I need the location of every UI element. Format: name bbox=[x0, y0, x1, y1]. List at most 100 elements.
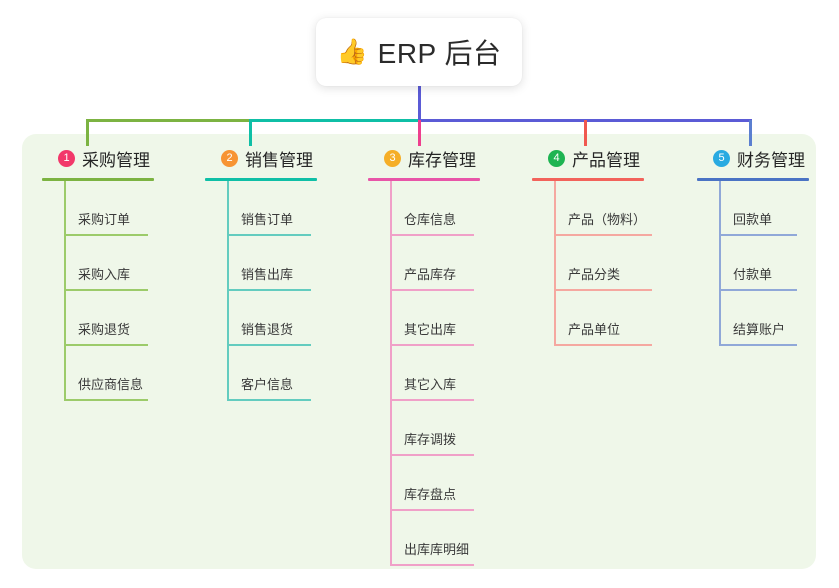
leaf-label: 仓库信息 bbox=[404, 212, 457, 227]
column-2: 2 销售管理销售订单销售出库销售退货客户信息 bbox=[205, 145, 317, 401]
leaf-item[interactable]: 库存盘点 bbox=[368, 456, 480, 511]
leaf-list-1: 采购订单采购入库采购退货供应商信息 bbox=[42, 181, 154, 401]
leaf-label: 其它出库 bbox=[404, 322, 457, 337]
column-4: 4 产品管理产品（物料） 产品分类产品单位 bbox=[532, 145, 652, 346]
column-header-3[interactable]: 3 库存管理 bbox=[368, 145, 480, 171]
column-header-rule-5 bbox=[697, 178, 809, 181]
diagram-background-panel bbox=[22, 134, 816, 569]
thumbs-up-icon: 👍 bbox=[336, 37, 368, 66]
leaf-list-4: 产品（物料） 产品分类产品单位 bbox=[532, 181, 652, 346]
leaf-label: 产品库存 bbox=[404, 267, 457, 282]
leaf-label: 其它入库 bbox=[404, 377, 457, 392]
leaf-rule bbox=[227, 289, 311, 291]
column-header-rule-2 bbox=[205, 178, 317, 181]
leaf-rule bbox=[554, 344, 652, 346]
leaf-spine-4 bbox=[554, 181, 556, 346]
leaf-item[interactable]: 销售出库 bbox=[205, 236, 317, 291]
leaf-item[interactable]: 销售退货 bbox=[205, 291, 317, 346]
root-node-card[interactable]: 👍 ERP 后台 bbox=[316, 18, 522, 86]
column-title-1: 采购管理 bbox=[82, 150, 150, 170]
column-5: 5 财务管理回款单付款单结算账户 bbox=[697, 145, 809, 346]
leaf-spine-2 bbox=[227, 181, 229, 401]
leaf-label: 销售退货 bbox=[241, 322, 294, 337]
leaf-rule bbox=[554, 234, 652, 236]
leaf-list-2: 销售订单销售出库销售退货客户信息 bbox=[205, 181, 317, 401]
leaf-rule bbox=[390, 234, 474, 236]
leaf-label: 产品（物料） bbox=[568, 212, 647, 227]
leaf-label: 供应商信息 bbox=[78, 377, 144, 392]
leaf-label: 销售出库 bbox=[241, 267, 294, 282]
leaf-item[interactable]: 付款单 bbox=[697, 236, 809, 291]
leaf-rule bbox=[390, 289, 474, 291]
column-3: 3 库存管理仓库信息产品库存其它出库其它入库库存调拨库存盘点出库库明细 bbox=[368, 145, 480, 566]
leaf-item[interactable]: 采购退货 bbox=[42, 291, 154, 346]
leaf-label: 产品单位 bbox=[568, 322, 621, 337]
leaf-item[interactable]: 客户信息 bbox=[205, 346, 317, 401]
column-title-4: 产品管理 bbox=[572, 150, 640, 170]
leaf-rule bbox=[227, 344, 311, 346]
column-header-4[interactable]: 4 产品管理 bbox=[532, 145, 644, 171]
leaf-rule bbox=[390, 399, 474, 401]
column-title-3: 库存管理 bbox=[408, 150, 476, 170]
leaf-rule bbox=[227, 234, 311, 236]
leaf-item[interactable]: 库存调拨 bbox=[368, 401, 480, 456]
column-title-2: 销售管理 bbox=[245, 150, 313, 170]
leaf-rule bbox=[719, 234, 797, 236]
column-header-rule-4 bbox=[532, 178, 644, 181]
column-badge-3: 3 bbox=[384, 149, 401, 167]
column-header-5[interactable]: 5 财务管理 bbox=[697, 145, 809, 171]
leaf-label: 回款单 bbox=[733, 212, 773, 227]
leaf-spine-5 bbox=[719, 181, 721, 346]
leaf-rule bbox=[64, 399, 148, 401]
leaf-rule bbox=[390, 454, 474, 456]
column-header-1[interactable]: 1 采购管理 bbox=[42, 145, 154, 171]
leaf-item[interactable]: 产品库存 bbox=[368, 236, 480, 291]
leaf-list-3: 仓库信息产品库存其它出库其它入库库存调拨库存盘点出库库明细 bbox=[368, 181, 480, 566]
leaf-item[interactable]: 产品单位 bbox=[532, 291, 652, 346]
leaf-rule bbox=[227, 399, 311, 401]
column-title-5: 财务管理 bbox=[737, 150, 805, 170]
column-badge-1: 1 bbox=[58, 149, 75, 167]
column-header-rule-1 bbox=[42, 178, 154, 181]
leaf-item[interactable]: 其它入库 bbox=[368, 346, 480, 401]
leaf-rule bbox=[390, 344, 474, 346]
column-badge-2: 2 bbox=[221, 149, 238, 167]
leaf-item[interactable]: 回款单 bbox=[697, 181, 809, 236]
leaf-label: 出库库明细 bbox=[404, 542, 470, 557]
leaf-label: 采购订单 bbox=[78, 212, 131, 227]
leaf-item[interactable]: 采购订单 bbox=[42, 181, 154, 236]
leaf-label: 采购退货 bbox=[78, 322, 131, 337]
column-1: 1 采购管理采购订单采购入库采购退货供应商信息 bbox=[42, 145, 154, 401]
leaf-label: 采购入库 bbox=[78, 267, 131, 282]
leaf-rule bbox=[554, 289, 652, 291]
leaf-item[interactable]: 产品（物料） bbox=[532, 181, 652, 236]
leaf-item[interactable]: 仓库信息 bbox=[368, 181, 480, 236]
leaf-item[interactable]: 产品分类 bbox=[532, 236, 652, 291]
leaf-label: 结算账户 bbox=[733, 322, 786, 337]
leaf-label: 产品分类 bbox=[568, 267, 621, 282]
column-badge-4: 4 bbox=[548, 149, 565, 167]
leaf-item[interactable]: 供应商信息 bbox=[42, 346, 154, 401]
leaf-rule bbox=[64, 289, 148, 291]
leaf-label: 销售订单 bbox=[241, 212, 294, 227]
leaf-item[interactable]: 销售订单 bbox=[205, 181, 317, 236]
column-badge-5: 5 bbox=[713, 149, 730, 167]
leaf-rule bbox=[390, 509, 474, 511]
leaf-rule bbox=[64, 344, 148, 346]
leaf-rule bbox=[64, 234, 148, 236]
leaf-label: 库存调拨 bbox=[404, 432, 457, 447]
leaf-item[interactable]: 结算账户 bbox=[697, 291, 809, 346]
leaf-spine-3 bbox=[390, 181, 392, 566]
column-header-2[interactable]: 2 销售管理 bbox=[205, 145, 317, 171]
leaf-item[interactable]: 采购入库 bbox=[42, 236, 154, 291]
leaf-label: 客户信息 bbox=[241, 377, 294, 392]
leaf-label: 库存盘点 bbox=[404, 487, 457, 502]
leaf-label: 付款单 bbox=[733, 267, 773, 282]
column-header-rule-3 bbox=[368, 178, 480, 181]
leaf-rule bbox=[719, 289, 797, 291]
leaf-item[interactable]: 出库库明细 bbox=[368, 511, 480, 566]
leaf-item[interactable]: 其它出库 bbox=[368, 291, 480, 346]
leaf-list-5: 回款单付款单结算账户 bbox=[697, 181, 809, 346]
leaf-spine-1 bbox=[64, 181, 66, 401]
leaf-rule bbox=[390, 564, 474, 566]
